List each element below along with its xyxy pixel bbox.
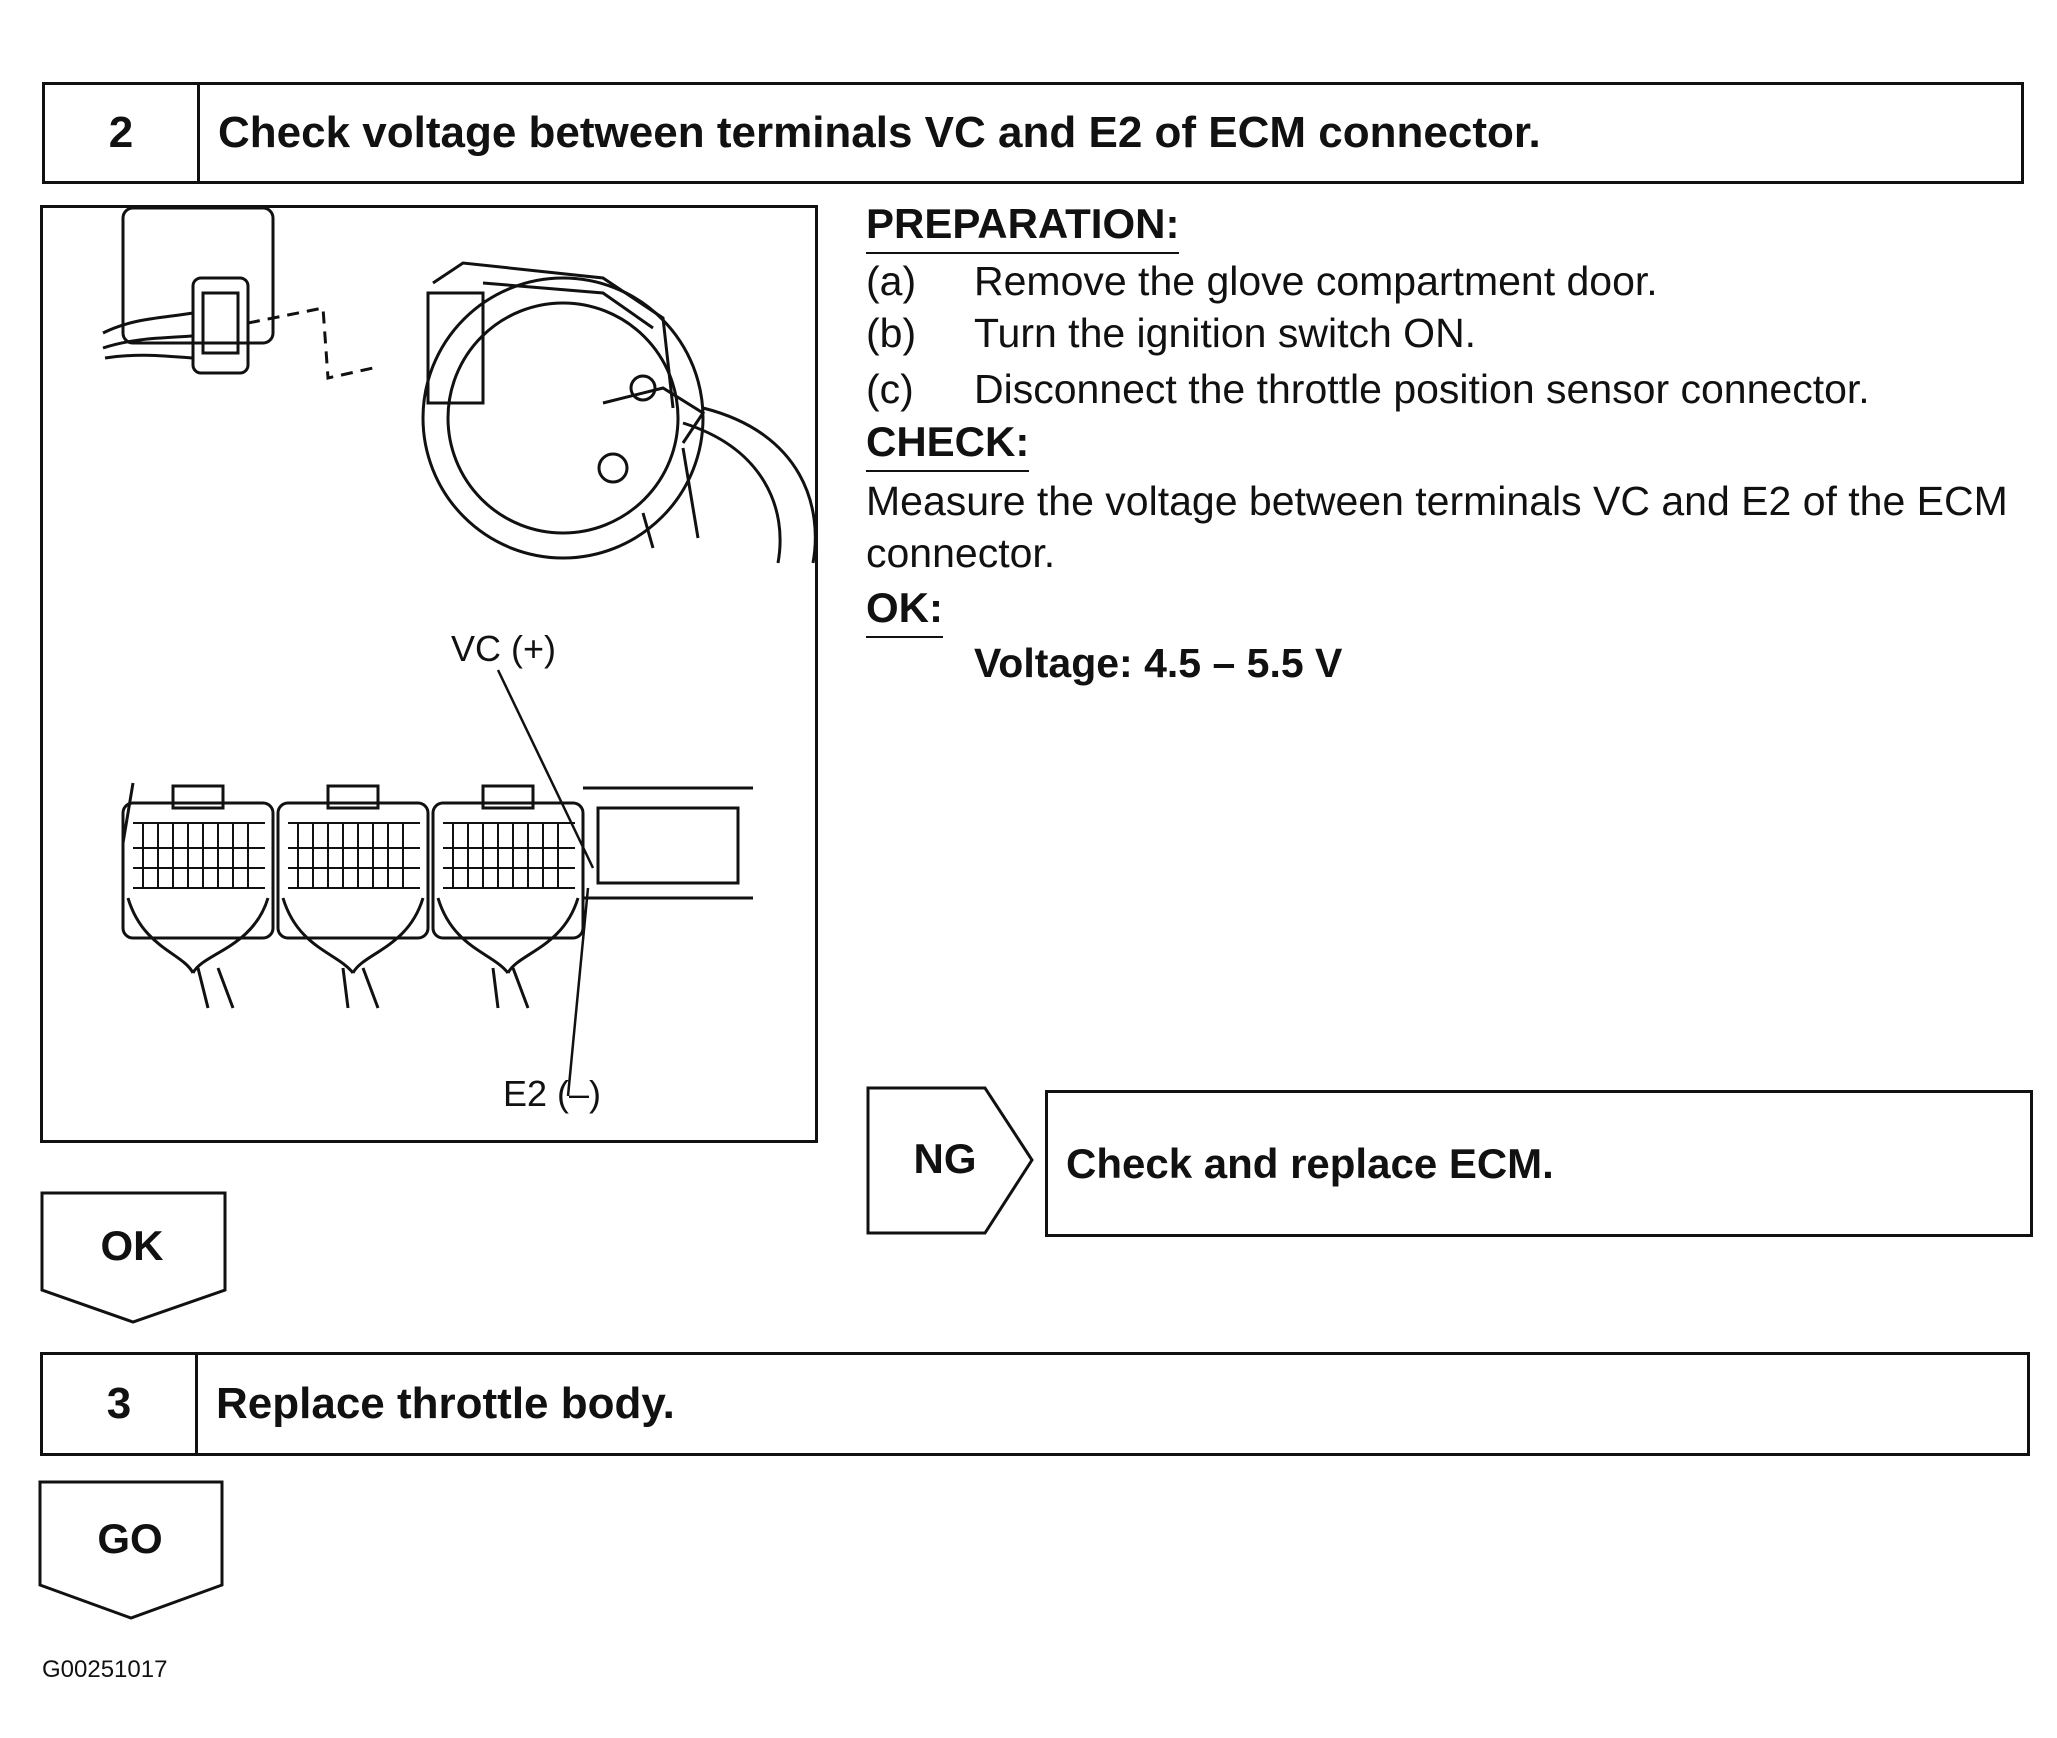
ok-label: OK [100,1222,164,1269]
ng-label: NG [913,1135,977,1182]
ok-heading: OK: [866,584,943,638]
prep-item-text: Remove the glove compartment door. [974,258,1658,304]
step-2-header: 2 Check voltage between terminals VC and… [42,82,2024,184]
go-label: GO [97,1515,163,1562]
step-title: Replace throttle body. [216,1379,675,1428]
step-3-header: 3 Replace throttle body. [40,1352,2030,1456]
prep-item-b: (b) Turn the ignition switch ON. [866,310,1476,357]
prep-item-label: (b) [866,310,917,356]
prep-item-text: Turn the ignition switch ON. [974,310,1477,356]
step-title: Check voltage between terminals VC and E… [218,108,1541,157]
figure-code: G00251017 [42,1656,168,1683]
check-text-line-2: connector. [866,530,1056,576]
step-number: 2 [45,85,200,181]
vc-terminal-label: VC (+) [451,628,557,669]
preparation-heading: PREPARATION: [866,200,1180,254]
prep-item-label: (a) [866,258,917,304]
voltage-spec: Voltage: 4.5 – 5.5 V [974,640,1343,686]
step-number: 3 [43,1355,198,1453]
throttle-ecm-drawing [102,206,817,1097]
prep-item-text: Disconnect the throttle position sensor … [974,366,1870,412]
prep-item-label: (c) [866,366,914,412]
prep-item-a: (a) Remove the glove compartment door. [866,258,1658,305]
prep-item-c: (c) Disconnect the throttle position sens… [866,366,1870,413]
check-heading: CHECK: [866,418,1030,472]
e2-terminal-label: E2 (–) [503,1073,602,1114]
ng-result-box: Check and replace ECM. [1045,1090,2033,1237]
connector-illustration: VC (+) E2 (–) [40,205,818,1143]
check-text-line-1: Measure the voltage between terminals VC… [866,478,2008,524]
